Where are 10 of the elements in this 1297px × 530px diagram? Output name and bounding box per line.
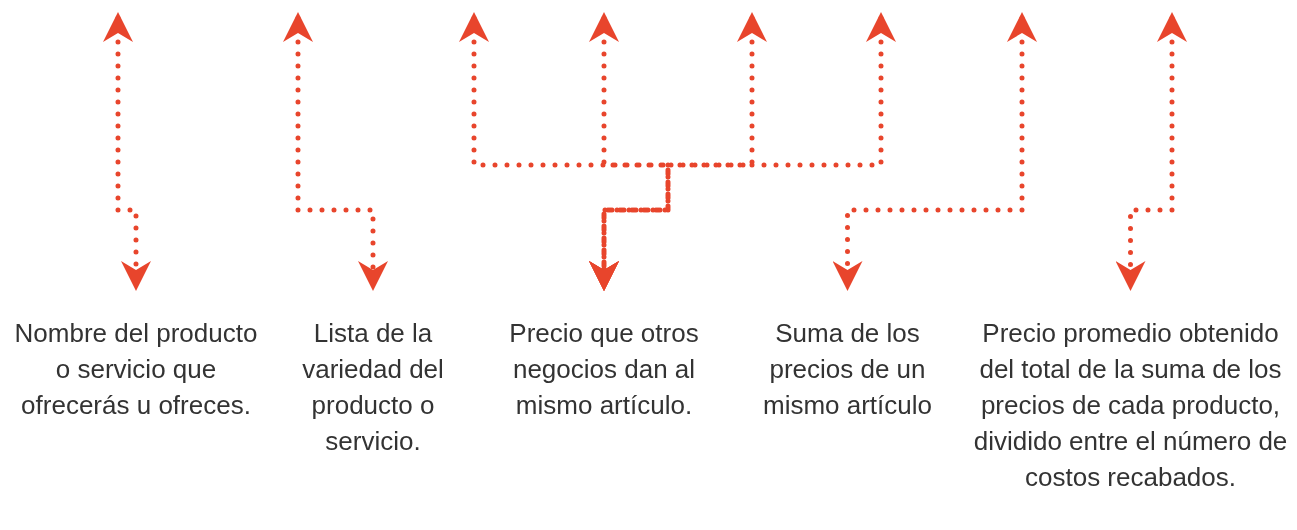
description-text: Suma de los precios de un mismo artículo [745,315,950,423]
leader-line [283,12,388,291]
description-text: Precio promedio obtenido del total de la suma de los precios de cada producto, dividido entre el número de costos recabados. [968,315,1293,495]
leader-line [1115,12,1187,291]
leader-line [832,12,1037,291]
leader-line [589,12,896,291]
description-text: Precio que otros negocios dan al mismo artículo. [488,315,720,423]
description-text: Nombre del producto o servicio que ofrecerás u ofreces. [5,315,267,423]
description-text: Lista de la variedad del producto o servicio. [282,315,464,459]
leader-line [103,12,151,291]
